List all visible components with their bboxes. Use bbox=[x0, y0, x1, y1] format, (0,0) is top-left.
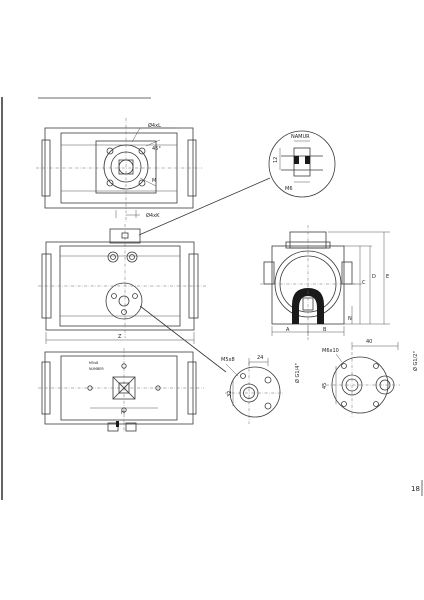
label-namur: NAMUR bbox=[291, 134, 310, 140]
label-g12: Ø G1/2" bbox=[412, 351, 419, 371]
label-dim-c: C bbox=[362, 280, 366, 286]
label-dim-24: 24 bbox=[257, 355, 263, 361]
label-dim-a: A bbox=[286, 327, 290, 333]
label-dim-m: M bbox=[152, 178, 156, 184]
label-dia-4xk: Ø4xK bbox=[146, 212, 160, 219]
label-dim-m6: M6 bbox=[285, 186, 293, 192]
label-m6x10: M6x10 bbox=[322, 348, 339, 354]
label-dim-e: E bbox=[386, 274, 389, 280]
namur-detail bbox=[138, 130, 336, 236]
label-dim-n: N bbox=[348, 316, 352, 322]
label-angle-45: 45° bbox=[152, 146, 161, 152]
port-detail-g12 bbox=[326, 342, 400, 418]
top-view bbox=[36, 118, 202, 222]
front-view bbox=[38, 224, 227, 373]
label-dim-45: 45 bbox=[322, 383, 328, 389]
label-tiny-2: NUMBER bbox=[89, 367, 104, 371]
side-view bbox=[260, 225, 390, 340]
page-number: 18 bbox=[411, 485, 420, 493]
label-dim-12: 12 bbox=[273, 157, 279, 163]
label-dim-32: 32 bbox=[227, 391, 233, 397]
label-dim-40: 40 bbox=[366, 339, 372, 345]
label-dim-b: B bbox=[323, 327, 327, 333]
label-dia-4xl: Ø4xL bbox=[148, 122, 161, 129]
label-g14: Ø G1/4" bbox=[294, 363, 301, 383]
label-tiny-1: M5x8 bbox=[89, 361, 98, 365]
bottom-view bbox=[38, 348, 204, 432]
port-detail-g14 bbox=[225, 358, 284, 424]
label-dim-d: D bbox=[372, 274, 376, 280]
label-dim-z: Z bbox=[118, 334, 122, 340]
label-dim-h: H bbox=[121, 410, 125, 416]
label-m5x8: M5x8 bbox=[221, 357, 235, 363]
